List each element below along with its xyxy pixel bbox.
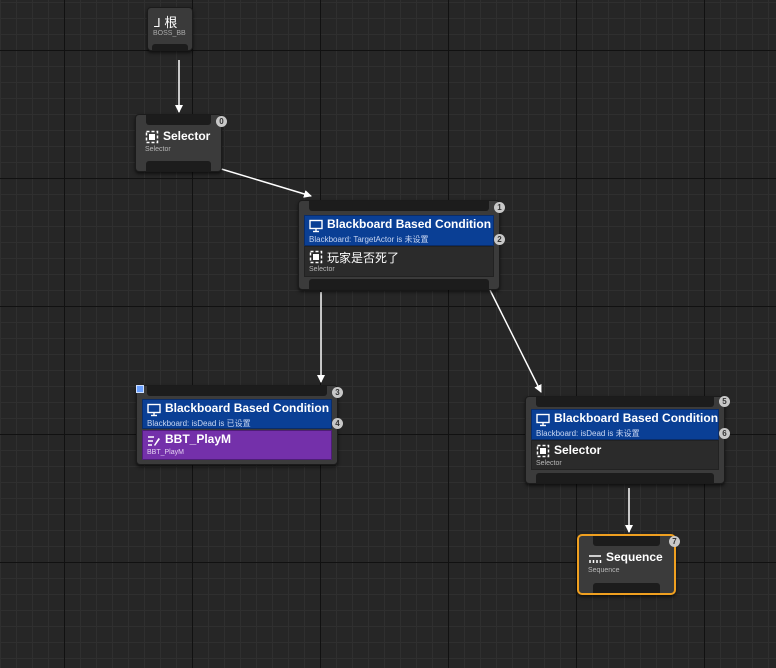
- node-title: Selector: [163, 129, 211, 143]
- node-subtitle: Selector: [309, 266, 335, 273]
- condition-task-node-3[interactable]: 3 4 Blackboard Based Condition Blackboar…: [136, 385, 343, 465]
- decorator-title: Blackboard Based Condition: [165, 401, 330, 415]
- output-pin[interactable]: [309, 279, 489, 289]
- input-pin[interactable]: [593, 536, 660, 546]
- selector-composite[interactable]: Selector Selector: [531, 440, 719, 470]
- blackboard-condition-icon: [309, 219, 323, 233]
- decorator-index-badge: 2: [494, 234, 505, 245]
- sequence-node-7[interactable]: 7 Sequence Sequence: [577, 534, 680, 595]
- decorator-title: Blackboard Based Condition: [554, 411, 719, 425]
- output-pin[interactable]: [146, 161, 211, 171]
- input-pin[interactable]: [146, 115, 211, 125]
- condition-selector-node-1[interactable]: 1 2 Blackboard Based Condition Blackboar…: [298, 200, 505, 290]
- root-node[interactable]: ⅃ 根 BOSS_BB: [147, 7, 193, 51]
- decorator-title: Blackboard Based Condition: [327, 217, 492, 231]
- sequence-icon: [588, 551, 602, 565]
- playm-task[interactable]: BBT_PlayM BBT_PlayM: [142, 430, 332, 460]
- node-subtitle: Sequence: [588, 567, 620, 574]
- selector-composite[interactable]: Selector Selector: [141, 127, 216, 157]
- selector-composite[interactable]: 玩家是否死了 Selector: [304, 246, 494, 277]
- node-subtitle: Selector: [145, 146, 171, 153]
- execution-index-badge: 7: [669, 536, 680, 547]
- output-pin[interactable]: [593, 583, 660, 593]
- decorator-subtitle: Blackboard: isDead is 已设置: [147, 419, 251, 428]
- node-title: BBT_PlayM: [165, 432, 232, 446]
- blackboard-condition-decorator[interactable]: Blackboard Based Condition Blackboard: i…: [142, 399, 332, 429]
- input-pin[interactable]: [147, 386, 327, 396]
- breakpoint-marker-icon: [136, 385, 144, 393]
- execution-index-badge: 1: [494, 202, 505, 213]
- node-title: 玩家是否死了: [327, 251, 400, 265]
- node-title: Sequence: [606, 550, 663, 564]
- blackboard-condition-icon: [147, 403, 161, 417]
- execution-index-badge: 0: [216, 116, 227, 127]
- decorator-index-badge: 4: [332, 418, 343, 429]
- input-pin[interactable]: [309, 201, 489, 211]
- node-subtitle: BBT_PlayM: [147, 449, 184, 456]
- execution-index-badge: 3: [332, 387, 343, 398]
- decorator-subtitle: Blackboard: isDead is 未设置: [536, 429, 640, 438]
- root-title: 根: [164, 15, 178, 30]
- blackboard-condition-decorator[interactable]: Blackboard Based Condition Blackboard: T…: [304, 215, 494, 246]
- execution-index-badge: 5: [719, 396, 730, 407]
- wire-selector-to-condition: [217, 167, 312, 198]
- decorator-index-badge: 6: [719, 428, 730, 439]
- sequence-composite[interactable]: Sequence Sequence: [584, 548, 669, 578]
- task-icon: [147, 434, 161, 448]
- decorator-subtitle: Blackboard: TargetActor is 未设置: [309, 235, 429, 244]
- tree-root-icon: ⅃: [154, 16, 161, 30]
- wire-condition-to-selector2: [489, 289, 542, 393]
- node-subtitle: Selector: [536, 460, 562, 467]
- selector-icon: [309, 250, 323, 264]
- blackboard-condition-decorator[interactable]: Blackboard Based Condition Blackboard: i…: [531, 409, 719, 440]
- selector-node-0[interactable]: 0 Selector Selector: [135, 114, 227, 172]
- node-title: Selector: [554, 443, 602, 457]
- root-output-pin[interactable]: [152, 44, 188, 50]
- root-subtitle: BOSS_BB: [153, 30, 186, 37]
- input-pin[interactable]: [536, 397, 714, 407]
- selector-icon: [145, 130, 159, 144]
- output-pin[interactable]: [536, 473, 714, 483]
- blackboard-condition-icon: [536, 413, 550, 427]
- selector-icon: [536, 444, 550, 458]
- condition-selector-node-5[interactable]: 5 6 Blackboard Based Condition Blackboar…: [525, 396, 730, 484]
